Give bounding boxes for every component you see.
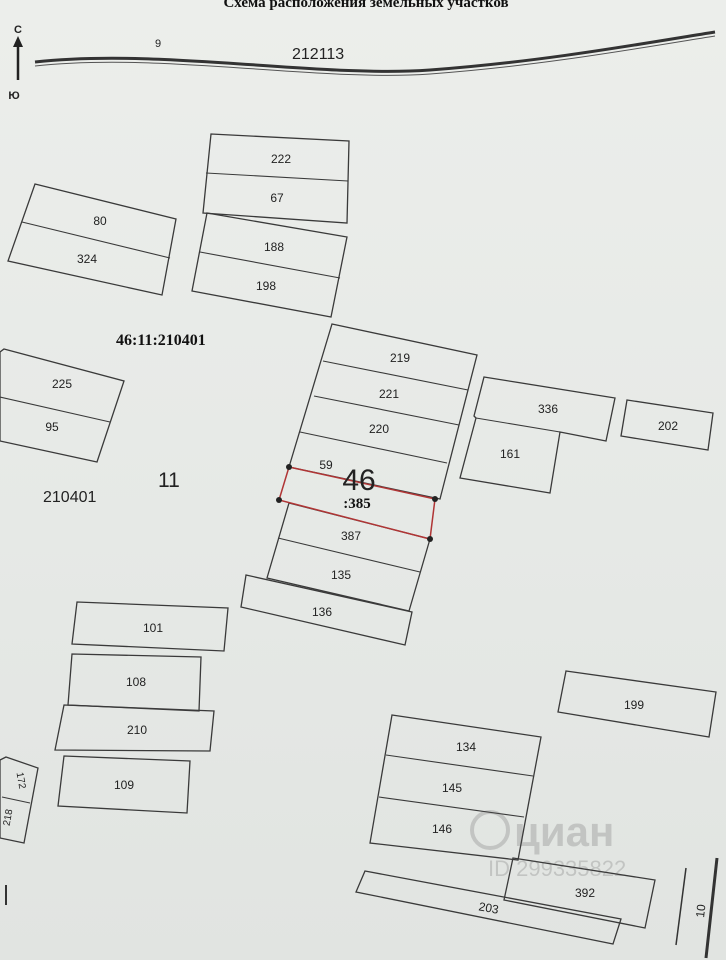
plot-label-324: 324 [77,252,97,266]
watermark-id: ID 299335822 [488,856,626,881]
plot-label-80: 80 [93,214,107,228]
plot-label-222: 222 [271,152,291,166]
plot-label-210: 210 [127,723,147,737]
plot-label-218: 218 [2,808,16,827]
quarter-short-number: 210401 [43,489,96,506]
plot-392: 392 [503,857,656,929]
plot-label-172: 172 [14,771,28,790]
watermark: циан ID 299335822 [470,808,626,881]
plot-222-67: 222 67 [202,133,350,224]
plot-label-221: 221 [379,387,399,401]
plot-label-203: 203 [478,899,500,916]
plot-label-135: 135 [331,568,351,582]
highlight-sub-label: :385 [343,496,371,512]
compass-north-label: С [14,24,22,36]
quarter-district-label: 11 [158,469,180,492]
road-quarter-label: 212113 [292,46,344,63]
compass: С Ю [8,24,23,102]
right-road-label: 10 [693,903,708,918]
plot-column-219-136: 219 221 220 59 387 135 136 [240,323,478,646]
plot-label-387: 387 [341,529,361,543]
highlight-big-label: 46 [342,464,375,497]
plot-108-210: 108 210 [54,653,215,752]
plot-203: 203 [355,870,622,945]
compass-south-label: Ю [8,90,19,102]
plot-label-199: 199 [624,698,644,712]
plot-label-67: 67 [270,191,284,205]
plot-label-198: 198 [256,279,276,293]
plot-label-336: 336 [538,402,558,416]
plot-134-146: 134 145 146 [369,714,542,861]
plot-label-109: 109 [114,778,134,792]
plot-225-95: 225 95 [0,348,125,463]
header-title: Схема расположения земельных участков [223,0,508,11]
plot-202: 202 [620,399,714,451]
plot-label-59: 59 [319,458,333,472]
plot-label-188: 188 [264,240,284,254]
plot-label-202: 202 [658,419,678,433]
plot-80-324: 80 324 [7,183,177,296]
compass-arrowhead-icon [13,36,23,47]
road-label-top: 9 [155,38,161,50]
plot-label-225: 225 [52,377,72,391]
plot-label-101: 101 [143,621,163,635]
plot-336-161: 336 161 [459,376,616,494]
highlighted-plot-385: 46 :385 [276,464,438,542]
plot-101: 101 [71,601,229,652]
plot-label-108: 108 [126,675,146,689]
plot-label-146: 146 [432,822,452,836]
plot-label-134: 134 [456,740,476,754]
plot-199: 199 [557,670,717,738]
quarter-cadastral-number: 46:11:210401 [116,332,206,349]
plot-218-172: 172 218 [0,756,39,844]
watermark-logo-icon [470,810,510,850]
plot-label-161: 161 [500,447,520,461]
plot-188-198: 188 198 [191,212,348,318]
plot-label-145: 145 [442,781,462,795]
plot-label-136: 136 [312,605,332,619]
plot-label-219: 219 [390,351,410,365]
plot-label-392: 392 [575,886,595,900]
watermark-brand: циан [514,808,614,855]
road: 9 212113 [34,30,716,76]
plot-label-220: 220 [369,422,389,436]
plot-109: 109 [57,755,191,814]
right-road: 10 [675,857,719,959]
plot-label-95: 95 [45,420,59,434]
